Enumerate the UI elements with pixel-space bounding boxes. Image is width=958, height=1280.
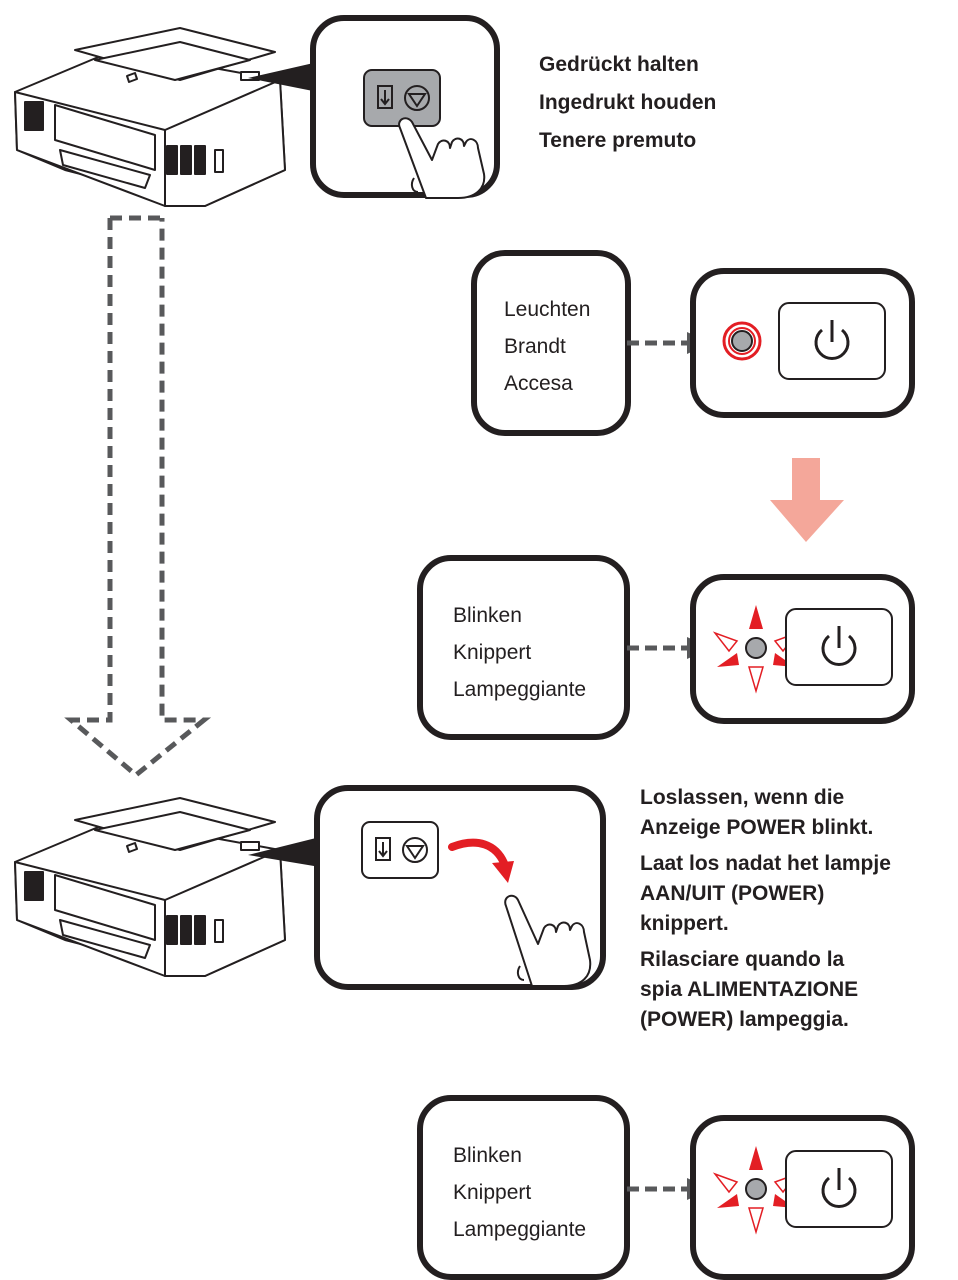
state-blink-label-box-2: Blinken Knippert Lampeggiante: [417, 1095, 630, 1280]
power-button-icon-blink-2: [785, 1150, 893, 1228]
pointing-hand-icon-release: [504, 894, 592, 987]
state-on-label-box: Leuchten Brandt Accesa: [471, 250, 631, 436]
state-on-de: Leuchten: [504, 298, 591, 321]
state-blink-2-nl: Knippert: [453, 1181, 532, 1204]
release-nl-line-2: AAN/UIT (POWER): [640, 882, 825, 905]
callout-pointer-bottom: [248, 837, 320, 867]
release-de-line-2: Anzeige POWER blinkt.: [640, 816, 874, 839]
power-button-icon-blink-1: [785, 608, 893, 686]
release-nl-line-1: Laat los nadat het lampje: [640, 852, 891, 875]
state-blink-1-nl: Knippert: [453, 641, 532, 664]
state-blink-label-box-1: Blinken Knippert Lampeggiante: [417, 555, 630, 740]
transition-down-arrow: [770, 458, 844, 542]
stop-resume-button-pressed: [363, 69, 441, 127]
release-it: Rilasciare quando la spia ALIMENTAZIONE …: [640, 945, 891, 1035]
callout-pointer-top: [248, 62, 318, 92]
release-nl: Laat los nadat het lampje AAN/UIT (POWER…: [640, 849, 891, 939]
stop-resume-button-released: [361, 821, 439, 879]
printer-illustration-bottom: [14, 797, 286, 977]
release-instruction: Loslassen, wenn die Anzeige POWER blinkt…: [640, 783, 891, 1041]
instruction-it: Tenere premuto: [539, 129, 697, 152]
power-button-icon-on: [778, 302, 886, 380]
release-de: Loslassen, wenn die Anzeige POWER blinkt…: [640, 783, 891, 843]
hold-instruction: Gedrückt halten Ingedrukt houden Tenere …: [539, 46, 716, 160]
release-it-line-2: spia ALIMENTAZIONE: [640, 978, 859, 1001]
release-nl-line-3: knippert.: [640, 912, 729, 935]
instruction-nl: Ingedrukt houden: [539, 91, 717, 114]
state-blink-2-de: Blinken: [453, 1144, 522, 1167]
power-lamp-lit-icon: [722, 321, 762, 361]
instruction-de: Gedrückt halten: [539, 53, 699, 76]
state-blink-1-de: Blinken: [453, 604, 522, 627]
pointing-hand-icon-press: [398, 117, 486, 199]
release-de-line-1: Loslassen, wenn die: [640, 786, 845, 809]
printer-illustration-top: [14, 27, 286, 207]
state-blink-2-it: Lampeggiante: [453, 1218, 587, 1241]
state-on-it: Accesa: [504, 372, 573, 395]
state-on-nl: Brandt: [504, 335, 566, 358]
state-blink-1-it: Lampeggiante: [453, 678, 587, 701]
release-it-line-1: Rilasciare quando la: [640, 948, 845, 971]
curved-release-arrow-icon: [448, 838, 514, 883]
dashed-down-arrow: [64, 215, 212, 779]
release-it-line-3: (POWER) lampeggia.: [640, 1008, 849, 1031]
